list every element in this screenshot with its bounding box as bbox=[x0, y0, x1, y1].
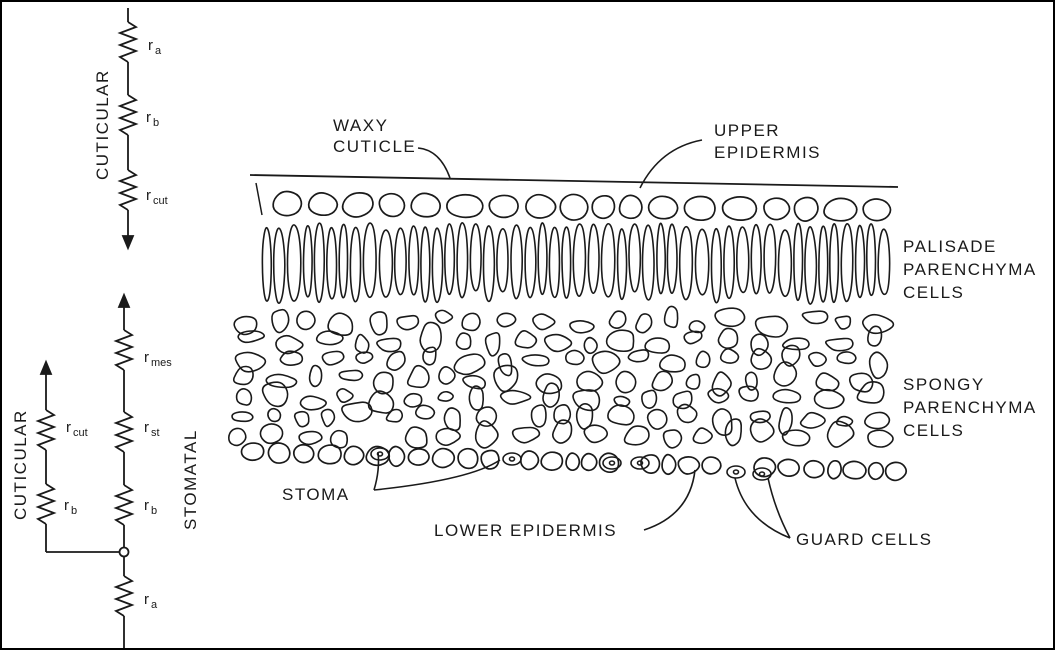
svg-text:b: b bbox=[71, 505, 77, 517]
svg-text:PALISADE: PALISADE bbox=[903, 237, 997, 256]
svg-text:PARENCHYMA: PARENCHYMA bbox=[903, 398, 1037, 417]
junction-node bbox=[120, 548, 129, 557]
svg-text:r: r bbox=[66, 419, 71, 436]
svg-text:EPIDERMIS: EPIDERMIS bbox=[714, 143, 821, 162]
svg-text:PARENCHYMA: PARENCHYMA bbox=[903, 260, 1037, 279]
svg-text:b: b bbox=[153, 117, 159, 129]
lower-epidermis-label: LOWER EPIDERMIS bbox=[434, 521, 617, 540]
svg-text:mes: mes bbox=[151, 357, 172, 369]
svg-text:UPPER: UPPER bbox=[714, 121, 780, 140]
stomatal-label: STOMATAL bbox=[181, 429, 200, 530]
svg-text:r: r bbox=[146, 187, 151, 204]
svg-text:CELLS: CELLS bbox=[903, 421, 964, 440]
upper-cuticular-label: CUTICULAR bbox=[93, 69, 112, 180]
svg-text:b: b bbox=[151, 505, 157, 517]
guard-cells-label: GUARD CELLS bbox=[796, 530, 932, 549]
svg-text:r: r bbox=[144, 591, 149, 608]
stoma-label: STOMA bbox=[282, 485, 350, 504]
svg-text:r: r bbox=[144, 419, 149, 436]
svg-text:SPONGY: SPONGY bbox=[903, 375, 985, 394]
svg-text:cut: cut bbox=[153, 195, 168, 207]
svg-text:st: st bbox=[151, 427, 160, 439]
svg-text:WAXY: WAXY bbox=[333, 116, 388, 135]
svg-text:cut: cut bbox=[73, 427, 88, 439]
svg-text:a: a bbox=[155, 45, 162, 57]
svg-text:CUTICLE: CUTICLE bbox=[333, 137, 416, 156]
lower-cuticular-label: CUTICULAR bbox=[11, 409, 30, 520]
svg-text:r: r bbox=[144, 497, 149, 514]
svg-text:r: r bbox=[144, 349, 149, 366]
svg-text:r: r bbox=[148, 37, 153, 54]
svg-text:CELLS: CELLS bbox=[903, 283, 964, 302]
svg-text:a: a bbox=[151, 599, 158, 611]
svg-text:r: r bbox=[146, 109, 151, 126]
svg-text:r: r bbox=[64, 497, 69, 514]
